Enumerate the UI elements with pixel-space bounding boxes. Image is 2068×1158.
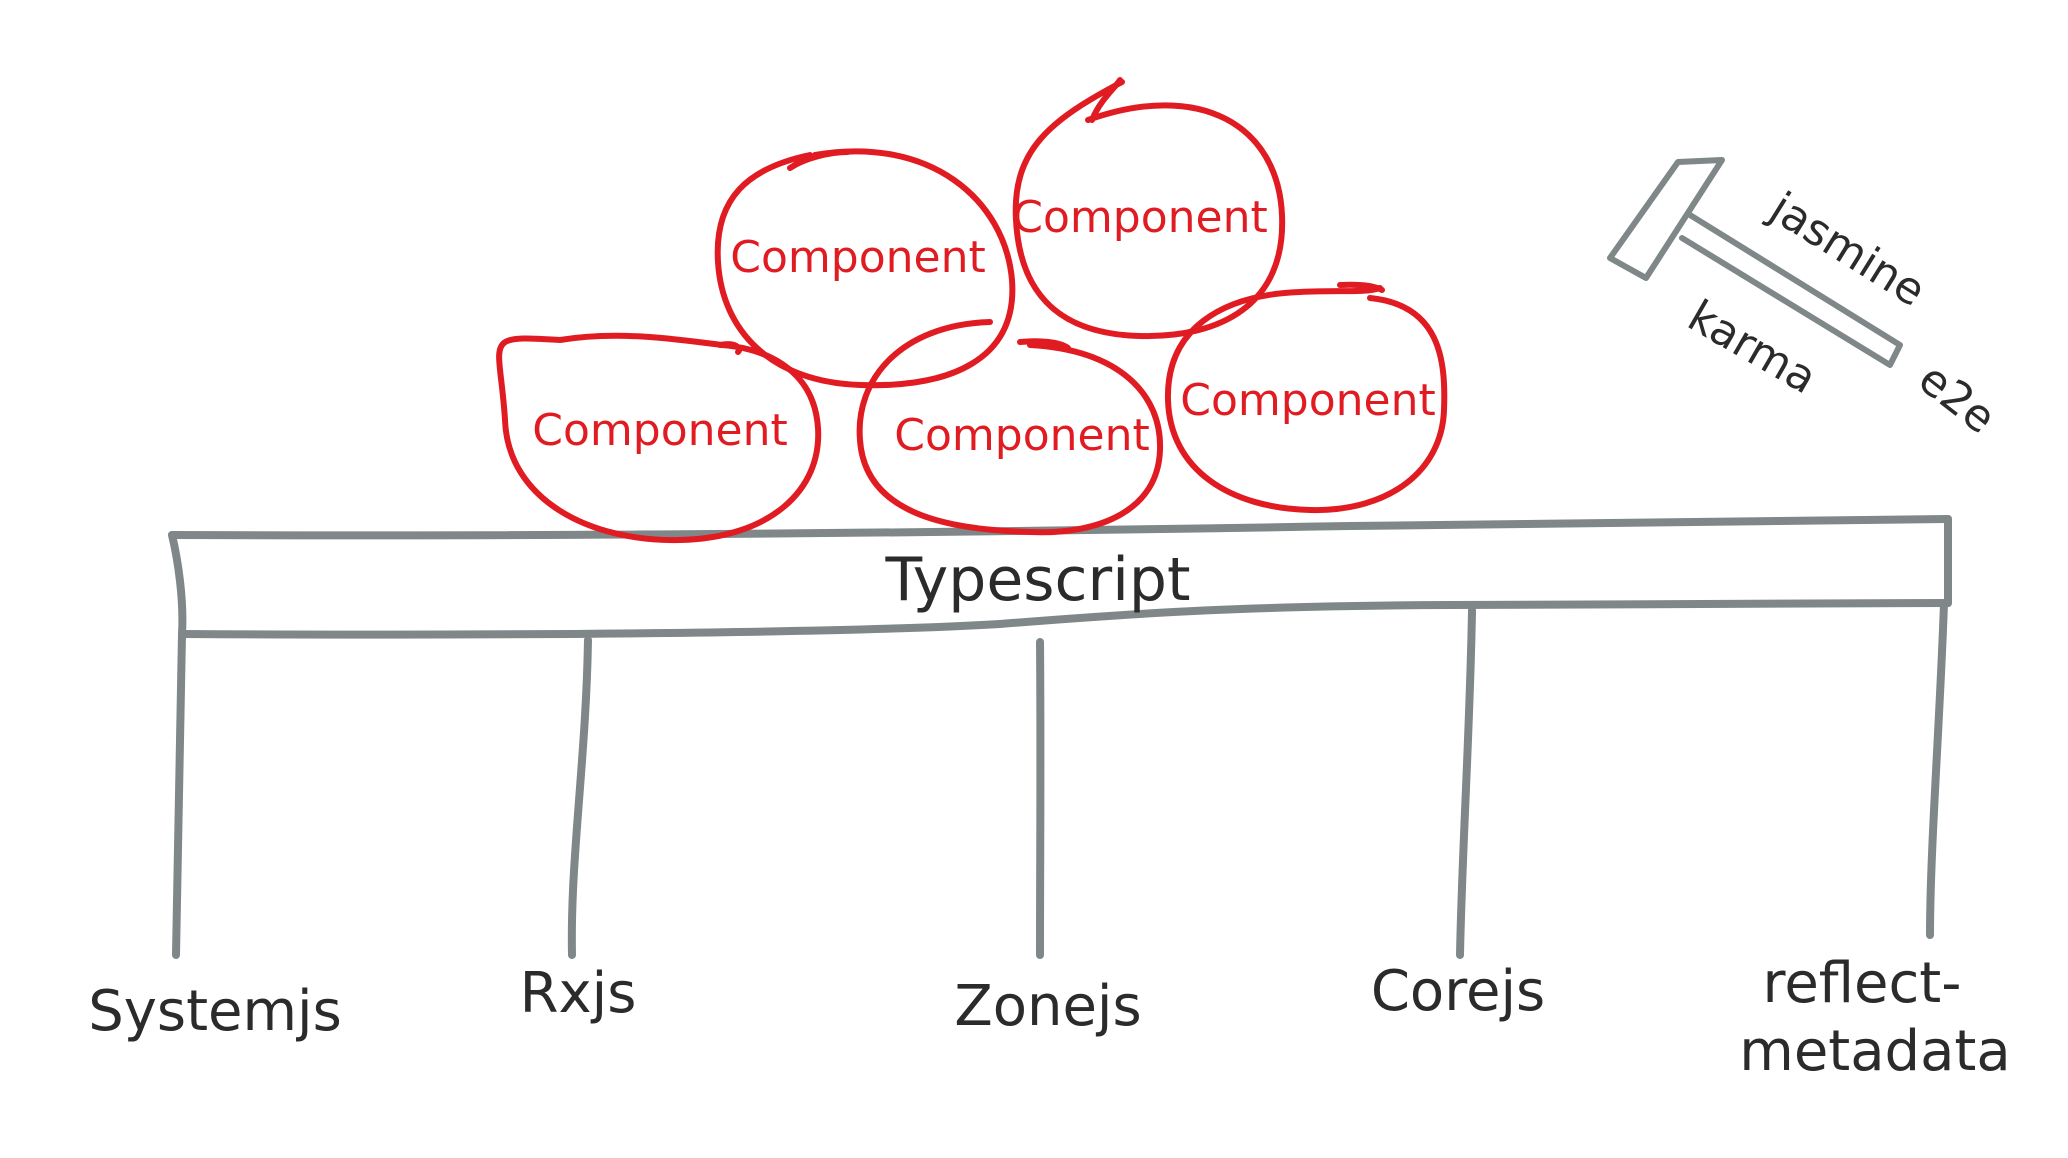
library-label-corejs: Corejs (1371, 959, 1545, 1024)
tabletop-top-edge (168, 515, 1952, 540)
leg-reflect-metadata (1926, 599, 1948, 939)
hammer-head (1607, 157, 1725, 281)
tabletop-bottom-edge (178, 599, 1952, 639)
hammer-handle (1679, 212, 1903, 368)
tool-label-karma: karma (1679, 291, 1825, 405)
component-circle (1164, 281, 1448, 514)
leg-corejs (1456, 606, 1476, 959)
library-label-systemjs: Systemjs (88, 979, 342, 1044)
library-label-zonejs: Zonejs (954, 974, 1141, 1039)
library-labels: Systemjs Rxjs Zonejs Corejs reflect- met… (88, 951, 2010, 1084)
component-node: Component (856, 319, 1164, 536)
component-label: Component (894, 410, 1149, 461)
library-label-reflect-metadata-line2: metadata (1739, 1019, 2010, 1084)
component-node: Component (496, 332, 822, 544)
tabletop-left-edge (168, 531, 187, 638)
component-node: Component (1012, 77, 1286, 340)
component-label: Component (1012, 192, 1267, 243)
typescript-table: Typescript (168, 515, 1953, 959)
component-circle (714, 148, 1016, 389)
library-label-reflect-metadata-line1: reflect- (1763, 951, 1962, 1016)
component-circle (496, 332, 822, 544)
component-label: Component (532, 405, 787, 456)
components: Component Component Component Component … (496, 77, 1448, 544)
hammer-icon (1607, 157, 1903, 368)
component-label: Component (1180, 375, 1435, 426)
typescript-label: Typescript (884, 545, 1190, 615)
component-circle (856, 319, 1164, 536)
component-label: Component (730, 232, 985, 283)
component-node: Component (714, 148, 1016, 389)
tool-label-jasmine: jasmine (1760, 182, 1934, 317)
library-label-rxjs: Rxjs (520, 961, 637, 1026)
leg-rxjs (567, 636, 592, 959)
tool-label-e2e: e2e (1909, 353, 2005, 444)
component-circle (1012, 77, 1286, 340)
component-node: Component (1164, 281, 1448, 514)
leg-systemjs (172, 630, 186, 959)
testing-hammer: jasmine karma e2e (1607, 157, 2005, 444)
